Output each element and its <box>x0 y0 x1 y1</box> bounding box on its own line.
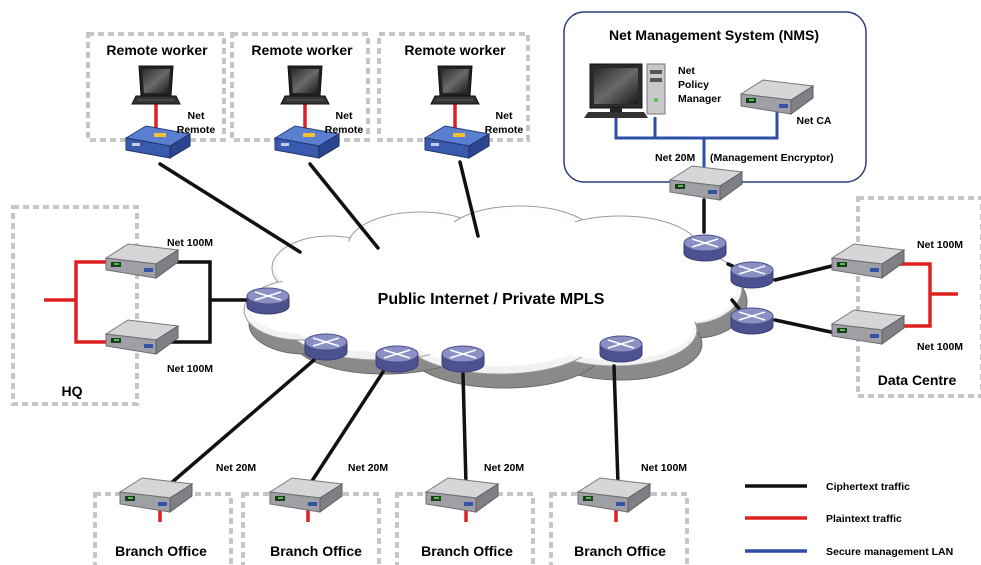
plain-links <box>44 100 958 522</box>
cipher-links <box>158 160 842 486</box>
branch-zone-1 <box>93 492 233 565</box>
laptop-icon <box>430 65 480 105</box>
laptop-icon <box>280 65 330 105</box>
remote-device-label-3a: Net <box>496 110 513 122</box>
workstation-icon <box>584 63 648 118</box>
remote-worker-title-1: Remote worker <box>106 42 208 58</box>
branch-zone-4 <box>549 492 689 565</box>
nms-encryptor-note: (Management Encryptor) <box>710 152 834 164</box>
router-icon <box>246 287 290 315</box>
encryptor-icon <box>831 243 905 279</box>
management-lan <box>614 112 779 168</box>
router-icon <box>730 261 774 289</box>
branch-title-4: Branch Office <box>574 543 666 559</box>
remote-device-label-1a: Net <box>188 110 205 122</box>
remote-device-label-3b: Remote <box>485 124 524 136</box>
net-remote-icon <box>424 125 490 159</box>
remote-device-label-2a: Net <box>336 110 353 122</box>
server-tower-icon <box>646 63 666 115</box>
remote-device-label-1b: Remote <box>177 124 216 136</box>
branch-link-label-4: Net 100M <box>641 462 687 474</box>
branch-title-3: Branch Office <box>421 543 513 559</box>
data-centre-zone <box>856 196 981 398</box>
policy-manager-label-3: Manager <box>678 93 721 105</box>
policy-manager-label-1: Net <box>678 65 695 77</box>
policy-manager-label-2: Policy <box>678 79 709 91</box>
branch-link-label-1: Net 20M <box>216 462 257 474</box>
router-icon <box>375 345 419 373</box>
dc-device-bottom-label: Net 100M <box>917 341 963 353</box>
nms-title: Net Management System (NMS) <box>609 27 819 43</box>
remote-worker-title-3: Remote worker <box>404 42 506 58</box>
cloud-label: Public Internet / Private MPLS <box>378 291 605 308</box>
laptop-icon <box>131 65 181 105</box>
branch-link-label-3: Net 20M <box>484 462 525 474</box>
remote-worker-zone-3 <box>377 32 530 142</box>
branch-title-2: Branch Office <box>270 543 362 559</box>
encryptor-icon <box>105 243 179 279</box>
router-icon <box>304 333 348 361</box>
encryptor-icon <box>105 319 179 355</box>
router-icon <box>441 345 485 373</box>
network-cloud <box>243 205 748 389</box>
hq-device-bottom-label: Net 100M <box>167 363 213 375</box>
encryptor-icon <box>831 309 905 345</box>
encryptor-icon <box>119 477 193 513</box>
router-icon <box>730 307 774 335</box>
encryptor-icon <box>577 477 651 513</box>
dc-device-top-label: Net 100M <box>917 239 963 251</box>
branch-link-label-2: Net 20M <box>348 462 389 474</box>
nms-encryptor-label: Net 20M <box>655 152 696 164</box>
branch-zone-2 <box>241 492 381 565</box>
hq-zone <box>11 205 139 406</box>
legend-label-mgmt: Secure management LAN <box>826 546 953 558</box>
branch-title-1: Branch Office <box>115 543 207 559</box>
branch-zone-3 <box>395 492 535 565</box>
legend: Ciphertext traffic Plaintext traffic Sec… <box>745 481 953 558</box>
router-icon <box>599 335 643 363</box>
remote-worker-title-2: Remote worker <box>251 42 353 58</box>
encryptor-icon <box>269 477 343 513</box>
hq-device-top-label: Net 100M <box>167 237 213 249</box>
hq-title: HQ <box>62 383 83 399</box>
router-icon <box>683 234 727 262</box>
remote-device-label-2b: Remote <box>325 124 364 136</box>
legend-label-cipher: Ciphertext traffic <box>826 481 910 493</box>
encryptor-icon <box>425 477 499 513</box>
legend-label-plain: Plaintext traffic <box>826 513 902 525</box>
data-centre-title: Data Centre <box>878 372 957 388</box>
net-ca-label: Net CA <box>796 115 831 127</box>
